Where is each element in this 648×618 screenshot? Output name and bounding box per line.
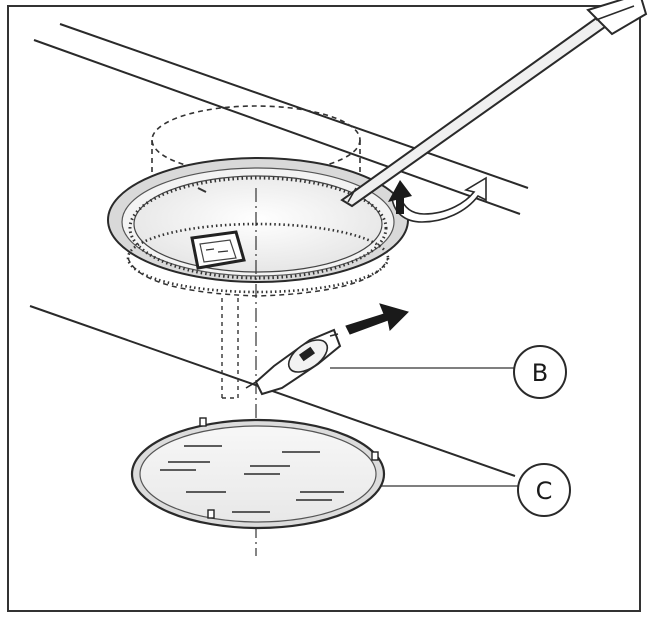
callout-c: C <box>517 463 571 517</box>
glass-cover <box>130 417 386 530</box>
rotate-arrow-icon <box>388 176 487 223</box>
screwdriver-icon <box>340 0 648 208</box>
socket-guides <box>221 298 239 399</box>
callout-b-label: B <box>532 359 548 387</box>
callout-b: B <box>513 345 567 399</box>
halogen-bulb-icon <box>245 328 342 396</box>
push-arrow-icon <box>345 303 409 335</box>
leader-lines <box>330 367 518 487</box>
callout-c-label: C <box>536 477 553 505</box>
luminaire-housing <box>107 157 409 297</box>
lamp-socket <box>190 230 246 270</box>
